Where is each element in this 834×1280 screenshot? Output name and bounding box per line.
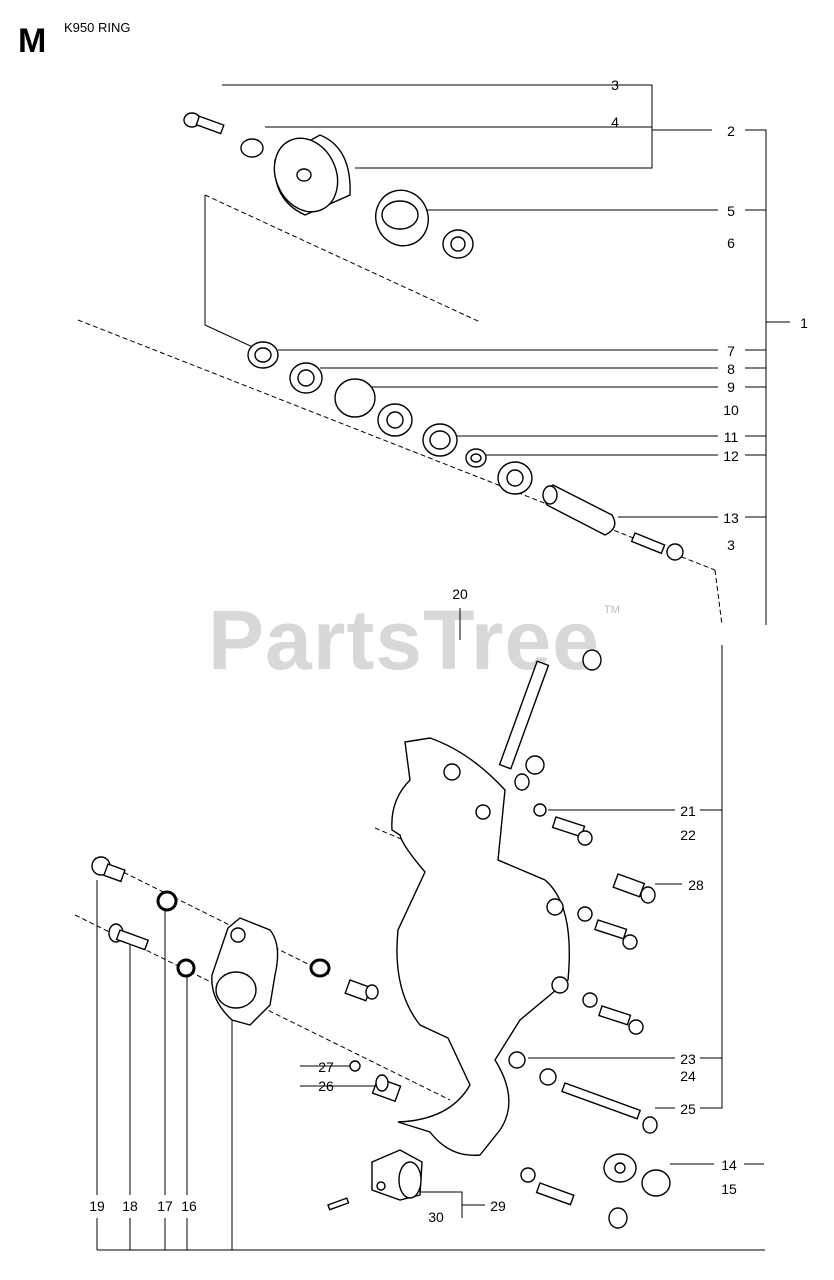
oring-part-16 xyxy=(176,958,196,978)
axis-line-left-1 xyxy=(94,857,331,976)
screw-part-28 xyxy=(612,873,656,904)
cap-part-15 xyxy=(641,1169,671,1197)
oring-part-17 xyxy=(156,890,178,912)
callout-4: 4 xyxy=(611,114,619,130)
leader-29-30 xyxy=(410,1191,463,1218)
bolt-part-25 xyxy=(561,1082,658,1134)
fitting-part-left xyxy=(344,979,379,1002)
block-part-29 xyxy=(371,1149,423,1201)
screw-part-22b xyxy=(582,992,644,1035)
bolt-part-20 xyxy=(498,649,602,770)
callout-13: 13 xyxy=(723,510,739,526)
bracket-1 xyxy=(745,129,767,625)
callout-30: 30 xyxy=(428,1209,444,1225)
callout-7: 7 xyxy=(727,343,735,359)
washer-part-24 xyxy=(539,1068,557,1086)
washer-part-6 xyxy=(442,229,474,259)
screw-part-21 xyxy=(533,803,593,846)
oring-part-16b xyxy=(309,958,331,978)
bearing-part-7 xyxy=(247,341,279,369)
callout-18: 18 xyxy=(122,1198,138,1214)
callout-2: 2 xyxy=(727,123,735,139)
pulley-part-5 xyxy=(375,189,429,247)
housing-part-main xyxy=(391,737,571,1156)
callout-17: 17 xyxy=(157,1198,173,1214)
callout-11: 11 xyxy=(724,429,739,445)
callout-14: 14 xyxy=(721,1157,737,1173)
bearing-part-8 xyxy=(289,362,323,394)
washer-part-12 xyxy=(465,448,487,468)
callout-19: 19 xyxy=(89,1198,105,1214)
callout-20: 20 xyxy=(452,586,468,602)
callout-25: 25 xyxy=(680,1101,696,1117)
screw-part-3-lower xyxy=(630,532,684,561)
sleeve-part-20 xyxy=(525,755,545,775)
callout-12: 12 xyxy=(723,448,739,464)
section-letter: M xyxy=(18,22,47,60)
callout-5: 5 xyxy=(727,203,735,219)
callout-10: 10 xyxy=(723,402,739,418)
callout-8: 8 xyxy=(727,361,735,377)
bearing-part-10 xyxy=(377,403,413,437)
callout-26: 26 xyxy=(318,1078,334,1094)
callout-28: 28 xyxy=(688,877,704,893)
spacer-part-13 xyxy=(542,484,616,536)
screw-part-22a xyxy=(577,906,638,950)
callout-15: 15 xyxy=(721,1181,737,1197)
callout-9: 9 xyxy=(727,379,735,395)
callout-1: 1 xyxy=(800,315,808,331)
screw-part-19 xyxy=(91,856,126,883)
callout-21: 21 xyxy=(680,803,696,819)
callout-23: 23 xyxy=(680,1051,696,1067)
sleeve-part-26 xyxy=(371,1074,402,1103)
callout-27: 27 xyxy=(318,1059,334,1075)
washer-part-20 xyxy=(514,773,530,791)
callout-6: 6 xyxy=(727,235,735,251)
callout-3-top: 3 xyxy=(611,77,619,93)
screw-part-30 xyxy=(327,1197,350,1211)
diagram-title: K950 RING xyxy=(64,20,131,35)
callout-24: 24 xyxy=(680,1068,696,1084)
bracket-right xyxy=(700,645,723,1109)
axis-line-main-end xyxy=(714,569,723,626)
washer-part-23 xyxy=(508,1051,526,1069)
trademark-mark: TM xyxy=(604,604,620,616)
screw-part-18 xyxy=(108,923,150,951)
callout-3-lower: 3 xyxy=(727,537,735,553)
ring-part-27 xyxy=(349,1060,361,1072)
callout-16: 16 xyxy=(181,1198,197,1214)
bearing-part-12b xyxy=(497,461,533,495)
axis-line-main xyxy=(77,319,716,571)
pulley-part-2 xyxy=(273,134,351,216)
ring-part-11 xyxy=(422,423,458,457)
screw-part-30-bottom xyxy=(520,1167,628,1229)
nut-part-4 xyxy=(240,138,264,158)
circlip-part-9 xyxy=(334,378,376,418)
screw-part-3-top xyxy=(183,112,225,135)
sleeve-part-14 xyxy=(603,1153,637,1183)
callout-22: 22 xyxy=(680,827,696,843)
callout-29: 29 xyxy=(490,1198,506,1214)
axis-line-upper xyxy=(204,194,481,323)
axis-bracket xyxy=(204,195,256,349)
bracket-part-left xyxy=(211,917,279,1026)
